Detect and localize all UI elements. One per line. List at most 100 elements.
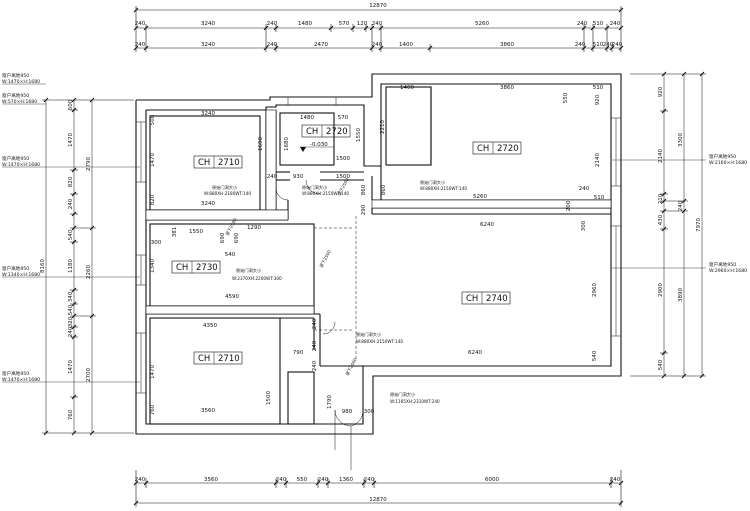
beam-label: 梁下2500 bbox=[344, 357, 359, 377]
dim-text: 240 bbox=[610, 21, 621, 27]
dim-text: 540 bbox=[658, 359, 664, 370]
dim-text: 240 bbox=[135, 21, 146, 27]
dim-text: 210 bbox=[658, 193, 664, 204]
window-note: W:1470×H:1680 bbox=[2, 162, 40, 168]
dim-text: 240 bbox=[577, 21, 588, 27]
dim-text: 240 bbox=[267, 174, 278, 180]
dim-text: 381 bbox=[172, 227, 178, 238]
dim-text: 290 bbox=[361, 204, 367, 215]
dim-text: 3300 bbox=[678, 133, 684, 147]
dim-text: 240 bbox=[135, 42, 146, 48]
room-height: 2710 bbox=[218, 354, 240, 364]
dim-text: 240 bbox=[372, 21, 383, 27]
dim-text: 300 bbox=[364, 409, 375, 415]
dim-text: 240 bbox=[610, 477, 621, 483]
dim-text: 790 bbox=[293, 350, 304, 356]
dim-text: 860 bbox=[381, 184, 387, 195]
dim-text: 240 bbox=[276, 477, 287, 483]
dim-total-bottom: 12870 bbox=[369, 497, 387, 503]
window-note: W:1470×H:1680 bbox=[2, 377, 40, 383]
left-dimension-lines bbox=[42, 97, 134, 436]
dim-text: 240 bbox=[267, 21, 278, 27]
beam-lines bbox=[150, 216, 357, 360]
dim-text: 1400 bbox=[400, 85, 414, 91]
dim-text: 570 bbox=[339, 21, 350, 27]
dim-text: 2700 bbox=[86, 368, 92, 382]
dim-text: 3860 bbox=[500, 42, 514, 48]
dim-text: 240 bbox=[603, 42, 614, 48]
dim-total-left: 8160 bbox=[40, 259, 46, 273]
dim-text: 2140 bbox=[658, 149, 664, 163]
dim-text: 1470 bbox=[150, 365, 156, 379]
room-code: CH bbox=[198, 354, 210, 364]
dim-text: 320 bbox=[68, 316, 74, 327]
dim-text: 240 bbox=[68, 326, 74, 337]
dim-text: 6240 bbox=[480, 222, 494, 228]
door-note-size: W:1165XH:2310WT:240 bbox=[390, 399, 440, 404]
dim-text: 920 bbox=[658, 86, 664, 97]
level-marker: -0.030 bbox=[300, 142, 334, 152]
room-height: 2730 bbox=[196, 263, 218, 273]
dim-text: 6000 bbox=[485, 477, 499, 483]
dim-text: 2790 bbox=[86, 157, 92, 171]
window-note: 窗户离地950 bbox=[2, 370, 29, 377]
dim-text: 1360 bbox=[339, 477, 353, 483]
dim-text: 540 bbox=[225, 252, 236, 258]
room-height: 2720 bbox=[497, 144, 519, 154]
door-note-size: W:880XH:2150WT:140 bbox=[420, 186, 467, 191]
dim-text: 1480 bbox=[300, 115, 314, 121]
walls bbox=[135, 73, 622, 435]
dim-text: 510 bbox=[593, 85, 604, 91]
dim-text: 540 bbox=[68, 229, 74, 240]
dim-text: 240 bbox=[312, 360, 318, 371]
dim-text: 240 bbox=[312, 318, 318, 329]
window-note: 窗户离地950 bbox=[2, 155, 29, 162]
dim-text: 1690 bbox=[258, 137, 264, 151]
beam-label: 梁下2500 bbox=[318, 249, 333, 269]
dim-text: 1550 bbox=[189, 229, 203, 235]
dim-text: 240 bbox=[364, 477, 375, 483]
window-notes: 窗户离地950 W:1470×H:1680 窗户离地950 W:570×H:16… bbox=[2, 72, 747, 383]
dim-text: 760 bbox=[68, 409, 74, 420]
floor-level: -0.030 bbox=[310, 142, 328, 148]
dim-text: 3240 bbox=[201, 111, 215, 117]
room-height: 2710 bbox=[218, 158, 240, 168]
dim-total-top: 12870 bbox=[369, 3, 387, 9]
dim-text: 3860 bbox=[500, 85, 514, 91]
dim-text: 300 bbox=[581, 220, 587, 231]
outer-wall-outer-line bbox=[135, 73, 622, 435]
dim-text: 820 bbox=[68, 176, 74, 187]
dim-text: 240 bbox=[312, 340, 318, 351]
dim-text: 1500 bbox=[266, 391, 272, 405]
dim-text: 540 bbox=[592, 350, 598, 361]
dim-text: 3240 bbox=[201, 21, 215, 27]
window-note: 窗户离地950 bbox=[2, 72, 29, 79]
dim-text: 3890 bbox=[678, 288, 684, 302]
door-note-title: 原始门洞大小 bbox=[302, 184, 328, 191]
inner-dimensions: 3240 1470 820 3240 500 1480 570 1690 168… bbox=[150, 85, 605, 415]
dim-text: 2260 bbox=[86, 265, 92, 279]
room-code: CH bbox=[176, 263, 188, 273]
dim-text: 240 bbox=[575, 42, 586, 48]
dim-text: 2900 bbox=[658, 283, 664, 297]
dim-total-right: 7970 bbox=[696, 218, 702, 232]
dim-text: 1550 bbox=[356, 128, 362, 142]
door-note-title: 原始门洞大小 bbox=[236, 267, 262, 274]
dim-text: 510 bbox=[594, 195, 605, 201]
dim-text: 820 bbox=[150, 194, 156, 205]
bottom-dimension-lines bbox=[133, 470, 624, 507]
room-code: CH bbox=[477, 144, 489, 154]
room-height: 2720 bbox=[326, 127, 348, 137]
dim-text: 1680 bbox=[284, 137, 290, 151]
room-code: CH bbox=[198, 158, 210, 168]
dim-text: 240 bbox=[372, 42, 383, 48]
dim-text: 980 bbox=[342, 409, 353, 415]
dim-text: 1340 bbox=[150, 259, 156, 273]
window-note: 窗户离地950 bbox=[2, 265, 29, 272]
top-dimension-lines bbox=[133, 6, 624, 52]
door-note-title: 原始门洞大小 bbox=[390, 391, 416, 398]
dim-text: 510 bbox=[593, 21, 604, 27]
dim-text: 240 bbox=[135, 477, 146, 483]
dim-text: 760 bbox=[150, 404, 156, 415]
door-note-title: 原始门洞大小 bbox=[356, 331, 382, 338]
